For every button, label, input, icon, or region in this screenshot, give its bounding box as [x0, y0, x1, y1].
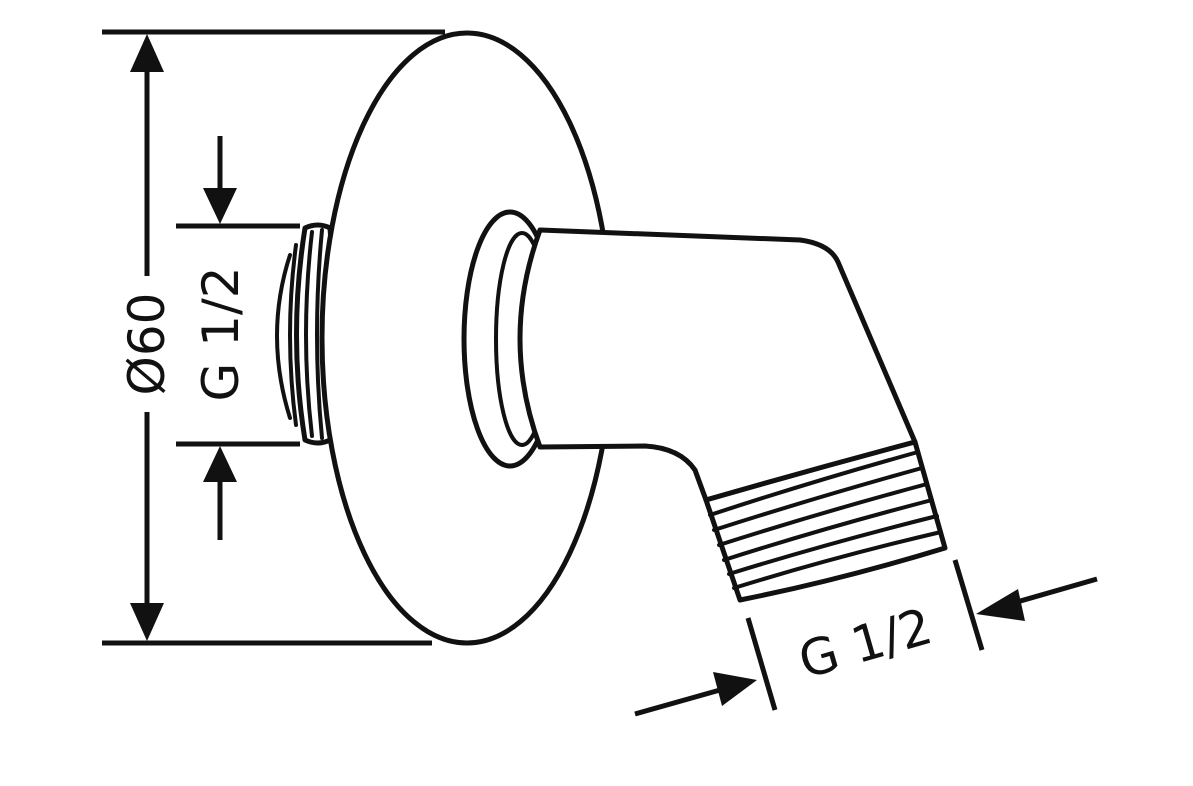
wall-thread-label: G 1/2 [192, 266, 250, 401]
arrowhead-up [203, 446, 237, 482]
outlet-thread-label: G 1/2 [792, 597, 938, 690]
outlet-thread-dimension: G 1/2 [634, 559, 1098, 717]
nipple-thread-ring-2 [315, 228, 324, 440]
nipple-outer-curve [275, 253, 292, 420]
thread-ring-2 [712, 466, 924, 532]
arrowhead-down [130, 603, 164, 641]
arrowhead-down [203, 188, 237, 224]
thread-ring-5 [727, 514, 939, 576]
extension-line-right [952, 559, 985, 651]
arrowhead-right [713, 672, 757, 706]
arrow-shaft-left [634, 687, 721, 717]
elbow-arm [461, 209, 918, 503]
outlet-body [703, 439, 948, 603]
wall-thread-dimension: G 1/2 [176, 136, 300, 540]
thread-ring-6 [732, 530, 943, 590]
flange-diameter-label: Ø60 [118, 293, 176, 396]
arrowhead-left [976, 589, 1025, 621]
arrowhead-up [130, 34, 164, 72]
nipple-inner-rim [288, 243, 298, 427]
extension-line-left [745, 617, 778, 711]
threaded-outlet [703, 439, 948, 603]
thread-ring-1 [708, 450, 920, 517]
nipple-thread-ring-1 [304, 230, 314, 438]
flange-diameter-dimension: Ø60 [102, 29, 445, 646]
thread-ring-4 [722, 498, 934, 562]
arm-body [517, 227, 918, 503]
thread-ring-3 [717, 482, 929, 547]
arrow-shaft-right [1009, 576, 1098, 607]
